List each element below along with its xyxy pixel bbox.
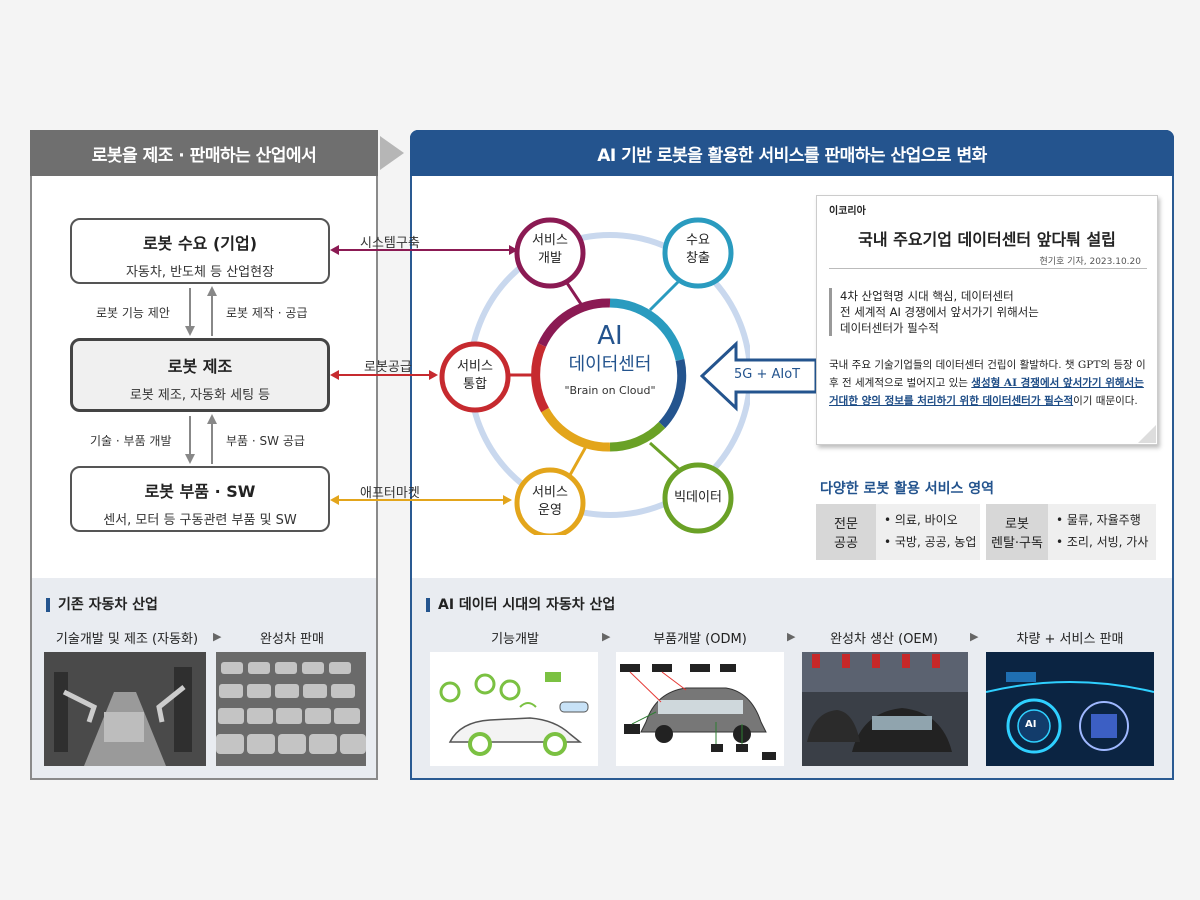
factory-photo-art <box>44 652 206 766</box>
service-rental-item2: • 조리, 서빙, 가사 <box>1056 535 1149 549</box>
flow-label-parts-supply: 부품 · SW 공급 <box>226 434 305 448</box>
node-service-dev-l2: 개발 <box>538 251 562 266</box>
caption-oem: 완성차 생산 (OEM) <box>830 632 938 647</box>
news-byline: 현기호 기자, 2023.10.20 <box>1039 257 1141 267</box>
service-group-pro-l2: 공공 <box>834 536 858 551</box>
robot-parts-title: 로봇 부품 · SW <box>144 482 256 501</box>
caption-odm: 부품개발 (ODM) <box>653 632 747 647</box>
robot-manufacture-box: 로봇 제조 로봇 제조, 자동화 세팅 등 <box>70 338 330 412</box>
news-divider <box>829 268 1147 269</box>
odm-vehicle-art <box>620 664 776 760</box>
news-body-highlight: 생성형 AI 경쟁에서 앞서가기 위해서는 거대한 양의 정보를 처리하기 위한… <box>829 377 1144 407</box>
ai-center: AI 데이터센터 "Brain on Cloud" <box>560 322 660 397</box>
connector-label-system: 시스템구축 <box>360 236 420 251</box>
ai-vehicle-service-photo: AI <box>986 652 1154 766</box>
robot-manufacture-title: 로봇 제조 <box>167 357 233 376</box>
news-body: 국내 주요 기술기업들의 데이터센터 건립이 활발하다. 챗 GPT의 등장 이… <box>829 356 1147 410</box>
service-group-pro-l1: 전문 <box>834 517 858 532</box>
right-panel-header: AI 기반 로봇을 활용한 서비스를 판매하는 산업으로 변화 <box>410 130 1174 176</box>
robot-manufacture-sub: 로봇 제조, 자동화 세팅 등 <box>129 388 271 403</box>
node-service-integration-l1: 서비스 <box>457 359 493 374</box>
robot-demand-sub: 자동차, 반도체 등 산업현장 <box>125 265 275 280</box>
caption-vehicle-service: 차량 + 서비스 판매 <box>1016 632 1124 647</box>
connector-arrows <box>330 245 518 505</box>
left-flow-arrows <box>185 286 217 464</box>
news-quote: 4차 산업혁명 시대 핵심, 데이터센터 전 세계적 AI 경쟁에서 앞서가기 … <box>829 288 1039 336</box>
node-demand-l2: 창출 <box>686 251 710 266</box>
news-quote-line1: 4차 산업혁명 시대 핵심, 데이터센터 <box>840 289 1014 303</box>
services-title: 다양한 로봇 활용 서비스 영역 <box>820 481 995 497</box>
robot-demand-title: 로봇 수요 (기업) <box>142 234 258 253</box>
parking-lot-photo <box>216 652 366 766</box>
next-arrow-icon: ▶ <box>970 630 979 643</box>
news-body-part1: 국내 주요 기술기업들의 데이터센터 건립이 활발하다. 챗 GPT의 등장 이… <box>829 359 1146 389</box>
legacy-auto-title-text: 기존 자동차 산업 <box>58 597 158 613</box>
service-group-pro-items: • 의료, 바이오 • 국방, 공공, 농업 <box>876 504 980 560</box>
node-service-dev-l1: 서비스 <box>532 233 568 248</box>
page-curl-icon <box>1138 425 1156 443</box>
node-demand-l1: 수요 <box>686 233 710 248</box>
caption-sales: 완성차 판매 <box>260 632 324 647</box>
service-pro-item1: • 의료, 바이오 <box>884 513 958 527</box>
function-dev-art <box>439 672 589 756</box>
news-source: 이코리아 <box>829 206 866 217</box>
oem-factory-photo <box>802 652 968 766</box>
left-panel-header: 로봇을 제조 · 판매하는 산업에서 <box>30 130 378 176</box>
odm-image <box>616 652 784 766</box>
service-group-rental-items: • 물류, 자율주행 • 조리, 서빙, 가사 <box>1048 504 1156 560</box>
next-arrow-icon: ▶ <box>787 630 796 643</box>
flow-label-tech-dev: 기술 · 부품 개발 <box>90 434 172 448</box>
ai-center-tagline: "Brain on Cloud" <box>564 384 656 397</box>
node-bigdata: 빅데이터 <box>674 490 722 505</box>
ai-auto-title-text: AI 데이터 시대의 자동차 산업 <box>438 597 616 613</box>
function-dev-image <box>430 652 598 766</box>
connector-label-supply: 로봇공급 <box>364 360 412 375</box>
flow-label-robot-supply: 로봇 제작 · 공급 <box>226 306 308 320</box>
service-rental-item1: • 물류, 자율주행 <box>1056 513 1141 527</box>
news-quote-line3: 데이터센터가 필수적 <box>840 321 939 335</box>
legacy-auto-title: 기존 자동차 산업 <box>46 594 158 614</box>
ai-hud-art <box>986 652 1154 766</box>
flow-label-function-proposal: 로봇 기능 제안 <box>96 306 170 320</box>
hud-ai-label: AI <box>1025 719 1037 730</box>
next-arrow-icon: ▶ <box>213 630 222 643</box>
news-headline: 국내 주요기업 데이터센터 앞다퉈 설립 <box>858 230 1116 249</box>
node-service-ops-l2: 운영 <box>538 503 562 518</box>
news-quote-line2: 전 세계적 AI 경쟁에서 앞서가기 위해서는 <box>840 305 1039 319</box>
factory-photo <box>44 652 206 766</box>
robot-demand-box: 로봇 수요 (기업) 자동차, 반도체 등 산업현장 <box>70 218 330 284</box>
robot-parts-sub: 센서, 모터 등 구동관련 부품 및 SW <box>103 513 297 528</box>
news-clipping: 이코리아 국내 주요기업 데이터센터 앞다퉈 설립 현기호 기자, 2023.1… <box>816 195 1158 445</box>
service-group-rental-l1: 로봇 <box>1005 517 1029 532</box>
connector-label-aftermarket: 애프터마켓 <box>360 486 420 501</box>
caption-manufacture: 기술개발 및 제조 (자동화) <box>55 632 199 647</box>
service-pro-item2: • 국방, 공공, 농업 <box>884 535 977 549</box>
aiot-label: 5G + AIoT <box>734 367 801 382</box>
ai-center-subtitle: 데이터센터 <box>568 354 652 375</box>
next-arrow-icon: ▶ <box>602 630 611 643</box>
node-service-ops-l1: 서비스 <box>532 485 568 500</box>
service-group-rental-l2: 렌탈·구독 <box>991 536 1043 551</box>
ai-center-title: AI <box>597 321 623 351</box>
robot-parts-box: 로봇 부품 · SW 센서, 모터 등 구동관련 부품 및 SW <box>70 466 330 532</box>
transition-arrow-icon <box>380 136 404 170</box>
parking-lot-art <box>216 652 366 766</box>
ai-auto-title: AI 데이터 시대의 자동차 산업 <box>426 594 615 614</box>
news-body-part2: 이기 때문이다. <box>1073 395 1138 407</box>
oem-factory-art <box>802 652 968 752</box>
caption-function-dev: 기능개발 <box>491 632 539 647</box>
ai-hub-diagram <box>439 217 750 535</box>
node-service-integration-l2: 통합 <box>463 377 487 392</box>
